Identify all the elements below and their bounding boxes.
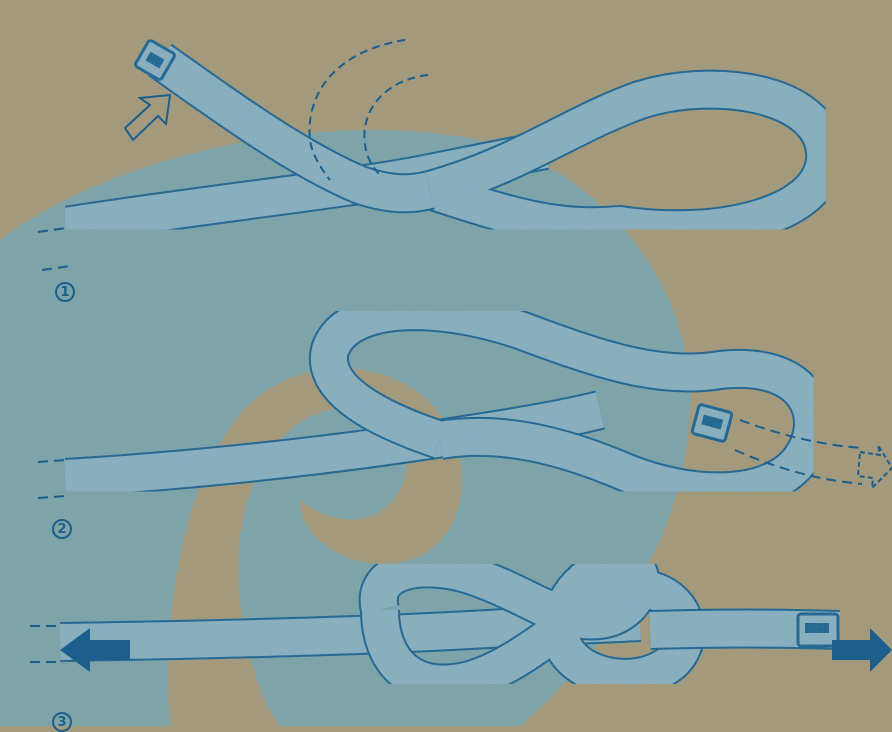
open-arrow-icon — [125, 95, 170, 140]
step-number-1: 1 — [55, 282, 75, 302]
step-number-2: 2 — [52, 519, 72, 539]
step-number-3: 3 — [52, 712, 72, 732]
dashed-arrow-icon — [858, 445, 892, 488]
solid-arrow-right-icon — [832, 628, 892, 672]
